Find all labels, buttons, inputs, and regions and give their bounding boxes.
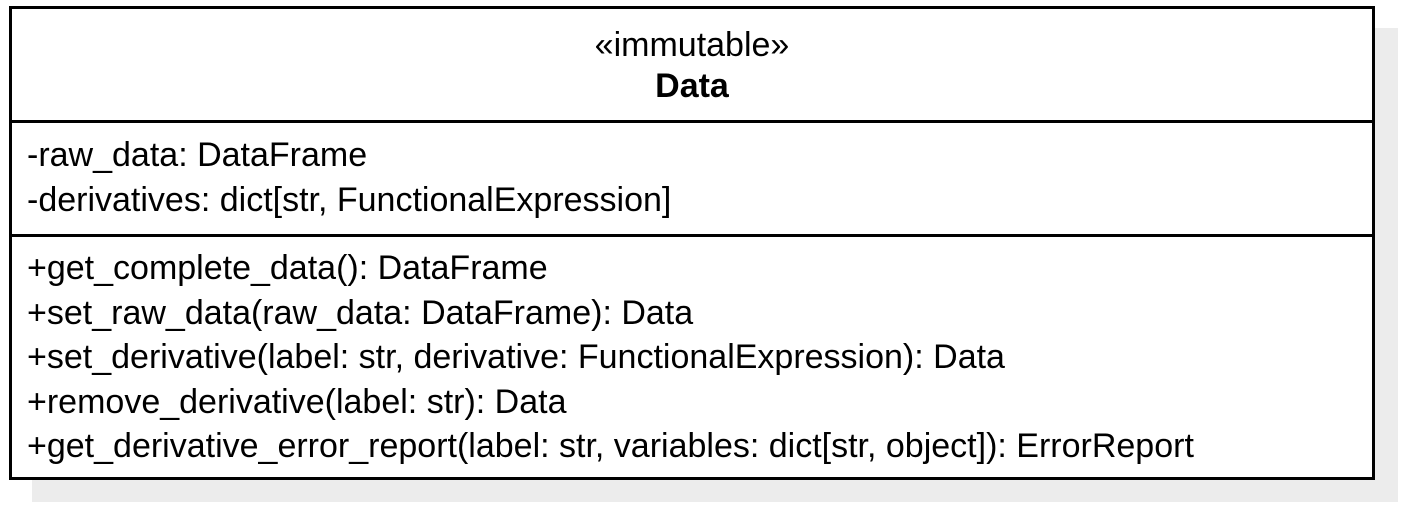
operation-set-derivative: +set_derivative(label: str, derivative: … — [27, 338, 1005, 377]
attribute-derivatives: -derivatives: dict[str, FunctionalExpres… — [27, 181, 672, 219]
operation-get-derivative-error-report: +get_derivative_error_report(label: str,… — [27, 427, 1194, 466]
uml-class-box[interactable]: «immutable» Data -raw_data: DataFrame -d… — [9, 6, 1375, 480]
attributes-compartment: -raw_data: DataFrame -derivatives: dict[… — [12, 123, 1372, 237]
class-stereotype: «immutable» — [594, 25, 790, 64]
operation-set-raw-data: +set_raw_data(raw_data: DataFrame): Data — [27, 293, 694, 332]
operation-get-complete-data: +get_complete_data(): DataFrame — [27, 249, 548, 287]
class-header: «immutable» Data — [12, 9, 1372, 123]
operations-compartment: +get_complete_data(): DataFrame +set_raw… — [12, 237, 1372, 477]
attribute-raw-data: -raw_data: DataFrame — [27, 136, 368, 174]
class-name: Data — [655, 66, 729, 105]
operation-remove-derivative: +remove_derivative(label: str): Data — [27, 382, 567, 421]
